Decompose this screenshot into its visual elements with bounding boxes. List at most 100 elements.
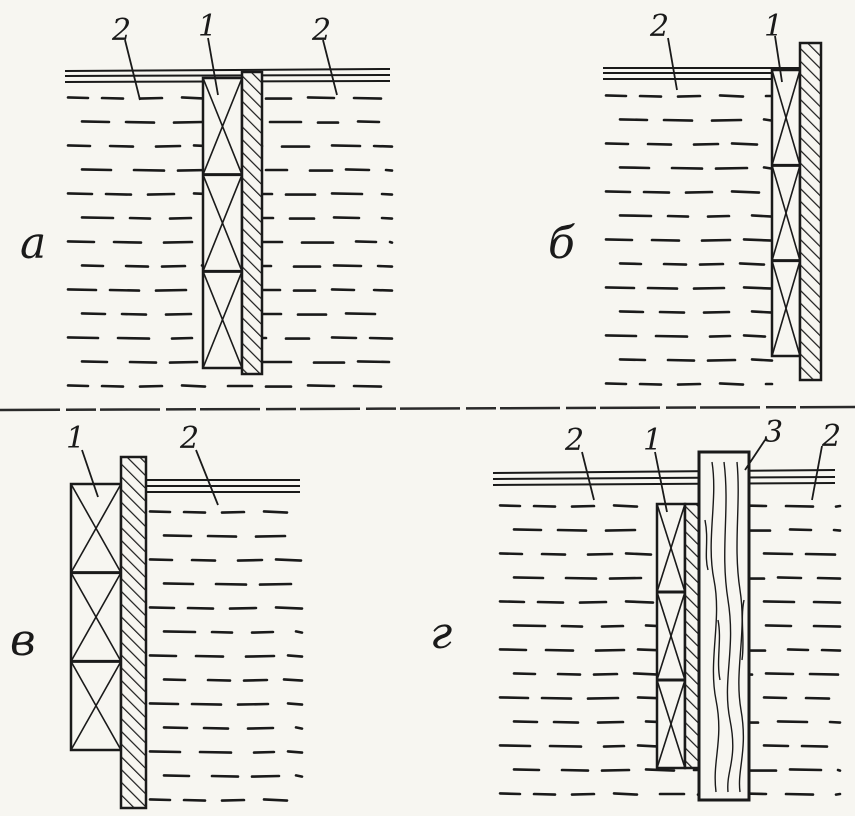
water-dash: [148, 606, 176, 610]
water-dash: [252, 750, 276, 754]
water-dash: [148, 750, 182, 754]
brace-diagonal: [70, 572, 122, 662]
water-dash: [244, 654, 276, 658]
water-dash: [512, 720, 539, 724]
water-dash-field: [498, 504, 842, 796]
water-dash: [834, 792, 842, 796]
water-dash: [666, 358, 696, 362]
water-dash: [642, 190, 671, 194]
water-dash: [132, 168, 166, 172]
water-dash: [372, 288, 394, 292]
water-dash: [344, 168, 371, 172]
water-dash: [148, 798, 172, 802]
brace-diagonal: [70, 483, 122, 574]
water-dash: [800, 744, 829, 748]
water-dash: [788, 528, 813, 532]
water-dash: [570, 792, 596, 796]
water-dash: [330, 288, 356, 292]
water-dash: [384, 168, 394, 172]
water-dash: [162, 630, 197, 634]
water-dash: [148, 558, 174, 562]
water-dash: [128, 216, 152, 220]
water-dash: [612, 792, 639, 796]
leader-lines: [81, 449, 219, 506]
water-dash: [594, 648, 626, 652]
water-dash: [836, 768, 842, 772]
brace-diagonal: [771, 260, 801, 357]
water-dash: [210, 630, 234, 634]
water-dash: [612, 504, 639, 508]
water-dash: [730, 190, 761, 194]
water-dash: [168, 216, 193, 220]
water-dash: [180, 96, 207, 100]
water-dash: [532, 792, 557, 796]
water-dash: [666, 214, 690, 218]
water-dash: [180, 384, 207, 388]
water-dash: [692, 286, 726, 290]
water-dash: [742, 238, 774, 242]
water-dash: [676, 382, 702, 386]
water-dash: [706, 214, 731, 218]
water-dash: [498, 504, 522, 508]
water-dash: [66, 288, 98, 292]
water-dash: [604, 286, 636, 290]
callout-label: 2: [311, 13, 331, 48]
water-dash: [832, 528, 842, 532]
water-dash: [190, 558, 217, 562]
water-dash: [750, 310, 774, 314]
water-dash: [512, 624, 547, 628]
water-dash: [182, 798, 207, 802]
water-dash: [548, 744, 583, 748]
water-dash: [306, 96, 336, 100]
water-dash: [670, 166, 704, 170]
water-dash: [498, 600, 526, 604]
water-dash: [190, 702, 223, 706]
water-dash: [388, 240, 394, 244]
water-dash: [206, 678, 232, 682]
callout-label: 1: [198, 9, 217, 44]
water-dash-field: [148, 510, 304, 802]
water-dash: [786, 648, 810, 652]
water-dash: [186, 606, 215, 610]
water-dash: [498, 744, 532, 748]
water-dash: [600, 624, 625, 628]
panel-letter: а: [20, 218, 46, 269]
water-dash: [282, 678, 304, 682]
water-dash: [246, 726, 275, 730]
water-dash: [708, 334, 732, 338]
water-dash: [604, 94, 628, 98]
water-dash: [644, 768, 676, 772]
water-dash: [138, 384, 164, 388]
water-dash: [618, 214, 653, 218]
water-dash: [162, 774, 191, 778]
water-dash: [540, 696, 573, 700]
water-dash: [286, 750, 304, 754]
water-dash: [536, 600, 565, 604]
water-dash: [368, 336, 394, 340]
panel-block-cross-bracing: [202, 77, 243, 369]
water-dash: [632, 672, 660, 676]
water-dash: [638, 94, 663, 98]
water-dash: [286, 654, 304, 658]
callout-label: 2: [111, 13, 131, 48]
water-dash: [742, 286, 774, 290]
water-dash: [202, 726, 230, 730]
water-dash: [578, 600, 608, 604]
water-dash: [762, 166, 774, 170]
water-dash: [718, 94, 745, 98]
callout-label: 2: [564, 423, 584, 458]
water-dash: [160, 264, 187, 268]
water-dash: [570, 504, 596, 508]
water-dash: [498, 792, 522, 796]
water-dash: [262, 510, 289, 514]
water-surface-lines: [492, 469, 836, 486]
water-dash: [788, 768, 823, 772]
water-dash: [604, 190, 632, 194]
water-dash: [206, 534, 238, 538]
water-dash: [228, 606, 258, 610]
water-dash: [738, 262, 766, 266]
water-dash: [706, 358, 737, 362]
water-dash: [372, 144, 394, 148]
water-dash: [306, 384, 336, 388]
